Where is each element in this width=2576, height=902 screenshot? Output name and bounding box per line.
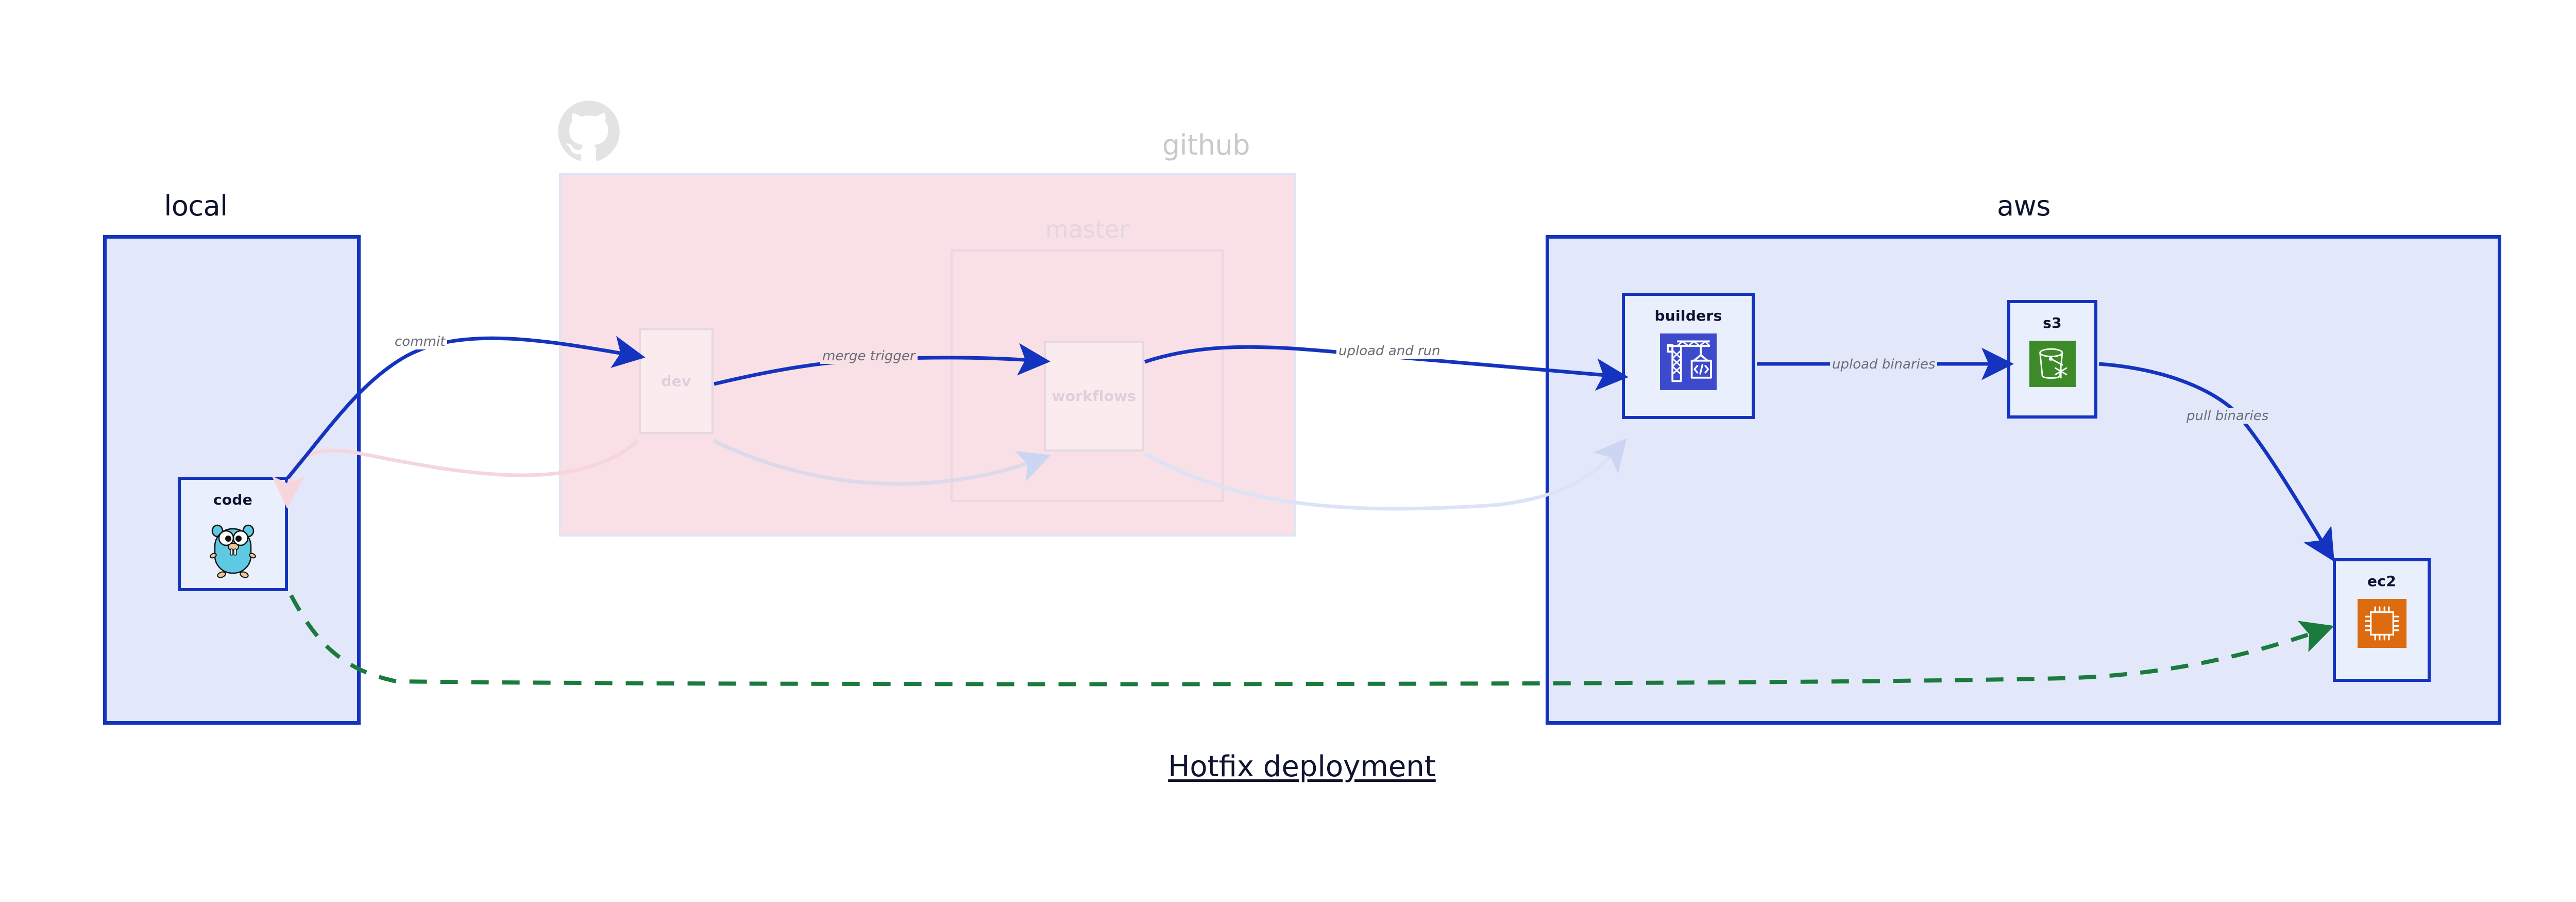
group-title-local: local	[164, 190, 228, 222]
edge-label-merge-trigger: merge trigger	[820, 348, 918, 364]
crane-code-icon	[1660, 333, 1717, 390]
node-ec2[interactable]: ec2	[2333, 558, 2431, 682]
node-code-label: code	[213, 491, 253, 508]
group-title-aws: aws	[1997, 190, 2050, 222]
group-title-github: github	[1162, 129, 1250, 161]
s3-bucket-icon	[2029, 341, 2076, 387]
node-workflows-label: workflows	[1052, 388, 1137, 405]
go-gopher-icon	[210, 524, 256, 578]
node-builders-label: builders	[1654, 307, 1722, 324]
node-workflows[interactable]: workflows	[1044, 341, 1144, 452]
edge-label-upload-and-run: upload and run	[1336, 343, 1443, 359]
edge-label-upload-binaries: upload binaries	[1830, 357, 1938, 372]
cpu-chip-icon	[2357, 599, 2406, 648]
github-octocat-icon	[558, 101, 620, 161]
node-code[interactable]: code	[178, 477, 288, 591]
edge-label-commit: commit	[393, 334, 448, 349]
node-dev[interactable]: dev	[639, 328, 714, 434]
node-dev-label: dev	[661, 373, 691, 390]
node-ec2-label: ec2	[2367, 573, 2396, 590]
diagram-caption: Hotfix deployment	[1168, 750, 1436, 783]
group-title-master: master	[1045, 215, 1129, 243]
edge-label-pull-binaries: pull binaries	[2184, 408, 2271, 424]
node-s3-label: s3	[2043, 314, 2062, 331]
node-s3[interactable]: s3	[2007, 300, 2097, 419]
node-builders[interactable]: builders	[1622, 293, 1755, 419]
